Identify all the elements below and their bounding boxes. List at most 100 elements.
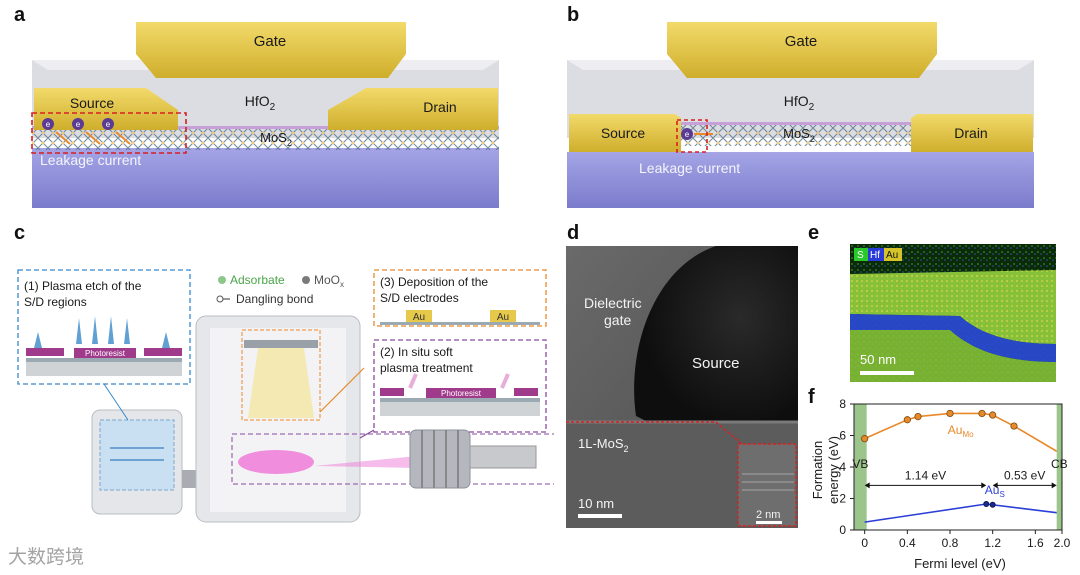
scalebar-label: 50 nm — [860, 352, 896, 367]
formation-energy-chart: Formation energy (eV) Fermi level (eV) V… — [810, 397, 1071, 571]
hfo2-region — [850, 314, 1056, 362]
drain-electrode — [328, 88, 498, 130]
series-point-0 — [946, 409, 954, 418]
gate-label: Gate — [254, 33, 287, 50]
drain-label: Drain — [954, 125, 987, 141]
panel-letter-c: c — [14, 222, 26, 244]
photoresist-block-2 — [426, 388, 496, 398]
y-tick-label: 4 — [839, 460, 846, 474]
panel-letter-d: d — [567, 222, 580, 244]
etch-chamber-window — [99, 419, 175, 491]
contact-highlight-box — [676, 119, 708, 153]
plasma-beams — [34, 316, 170, 348]
photoresist-label-2: Photoresist — [441, 389, 482, 398]
panel-b-device-schematic: Gate HfO2 MoS2 Source Drain e Leakage cu… — [567, 22, 1034, 208]
xlabel: Fermi level (eV) — [914, 556, 1006, 571]
hfo2-label: HfO2 — [784, 93, 815, 113]
annotation-label-1: 0.53 eV — [1004, 468, 1045, 482]
leakage-current-label: Leakage current — [639, 160, 740, 176]
au-electrode-right — [490, 310, 516, 322]
step3-title-line2: S/D electrodes — [380, 291, 459, 305]
watermark: 大数跨境 — [8, 546, 85, 568]
eds-legend-au: Au — [886, 250, 898, 261]
panel-letter-a: a — [14, 4, 26, 26]
y-tick-label: 6 — [839, 429, 846, 443]
dielectric-gate-label-line1: Dielectric — [584, 295, 642, 311]
series-line-1 — [864, 503, 1057, 523]
y-tick-label: 8 — [839, 397, 846, 411]
leakage-highlight-box — [31, 112, 187, 154]
mos2-channel — [32, 128, 499, 150]
x-tick-label: 1.2 — [984, 536, 1001, 550]
step2-title-line2: plasma treatment — [380, 361, 473, 375]
hfo2-label: HfO2 — [245, 93, 276, 113]
series-point-1 — [983, 501, 990, 508]
source-label: Source — [601, 125, 646, 141]
x-tick-label: 0 — [861, 536, 868, 550]
drain-label: Drain — [423, 99, 456, 115]
adsorbate-legend-label: Adsorbate — [230, 273, 285, 287]
au-electrode-left — [406, 310, 432, 322]
panel-a-device-schematic: Gate HfO2 MoS2 Source Drain e e e Leakag… — [31, 22, 499, 208]
gate-electrode — [667, 22, 937, 78]
ylabel-line2: energy (eV) — [826, 436, 841, 504]
dangling-bond-label: Dangling bond — [236, 292, 313, 306]
panel-e-eds-map: S Hf Au 50 nm — [850, 244, 1056, 382]
series-point-0 — [978, 409, 986, 418]
electron-marker: e — [681, 128, 713, 140]
electron-markers: e e e — [42, 118, 131, 145]
dangling-bond-icon — [216, 295, 224, 303]
mos2-label: MoS2 — [260, 130, 292, 148]
panel-d-tem-image: Dielectric gate Source 1L-MoS2 10 nm 2 n… — [566, 246, 798, 528]
x-tick-label: 0.4 — [899, 536, 916, 550]
svg-text:e: e — [106, 120, 111, 129]
series-label-au-mo: AuMo — [948, 423, 974, 439]
y-tick-label: 0 — [839, 523, 846, 537]
series-point-1 — [989, 501, 996, 508]
mos2-au-region — [850, 270, 1056, 344]
scalebar — [578, 514, 622, 518]
svg-text:Au: Au — [497, 312, 509, 323]
y-tick-label: 2 — [839, 492, 846, 506]
panel-c-process-schematic: (1) Plasma etch of the S/D regions Photo… — [17, 269, 554, 523]
step2-title-line1: (2) In situ soft — [380, 345, 453, 359]
x-tick-label: 2.0 — [1054, 536, 1071, 550]
step2-box — [373, 339, 547, 433]
mos2-channel — [675, 124, 915, 146]
photoresist-block — [74, 348, 136, 358]
svg-text:Au: Au — [413, 312, 425, 323]
photoresist-label-1: Photoresist — [85, 349, 126, 358]
scalebar-label: 10 nm — [578, 496, 614, 511]
substrate — [32, 148, 499, 208]
gate-electrode — [136, 22, 406, 78]
x-tick-label: 1.6 — [1027, 536, 1044, 550]
panel-letter-f: f — [808, 386, 815, 408]
interface-trace — [566, 421, 743, 445]
cb-label: CB — [1051, 457, 1068, 471]
step1-title-line2: S/D regions — [24, 295, 87, 309]
plasma-glow — [238, 450, 314, 474]
conduction-band — [1056, 404, 1062, 530]
source-region — [634, 246, 798, 426]
mox-legend-dot — [302, 276, 310, 284]
svg-text:e: e — [685, 130, 690, 139]
adsorbate-legend-dot — [218, 276, 226, 284]
deposition-beam — [248, 348, 314, 418]
inset-scalebar — [756, 521, 782, 524]
inset-scalebar-label: 2 nm — [756, 509, 780, 521]
dielectric-gate-label-line2: gate — [604, 312, 631, 328]
vb-label: VB — [852, 457, 868, 471]
mox-legend-label: MoOx — [314, 273, 344, 289]
source-label: Source — [692, 355, 740, 372]
step1-title-line1: (1) Plasma etch of the — [24, 279, 142, 293]
x-tick-label: 0.8 — [942, 536, 959, 550]
series-point-0 — [903, 416, 911, 424]
mos2-label: MoS2 — [783, 126, 815, 144]
gate-label: Gate — [785, 33, 818, 50]
series-point-0 — [861, 435, 869, 443]
leakage-current-label: Leakage current — [40, 152, 141, 168]
series-point-0 — [989, 411, 997, 419]
ylabel-line1: Formation — [810, 441, 825, 500]
step3-box — [373, 269, 547, 327]
drain-electrode — [911, 114, 1033, 152]
